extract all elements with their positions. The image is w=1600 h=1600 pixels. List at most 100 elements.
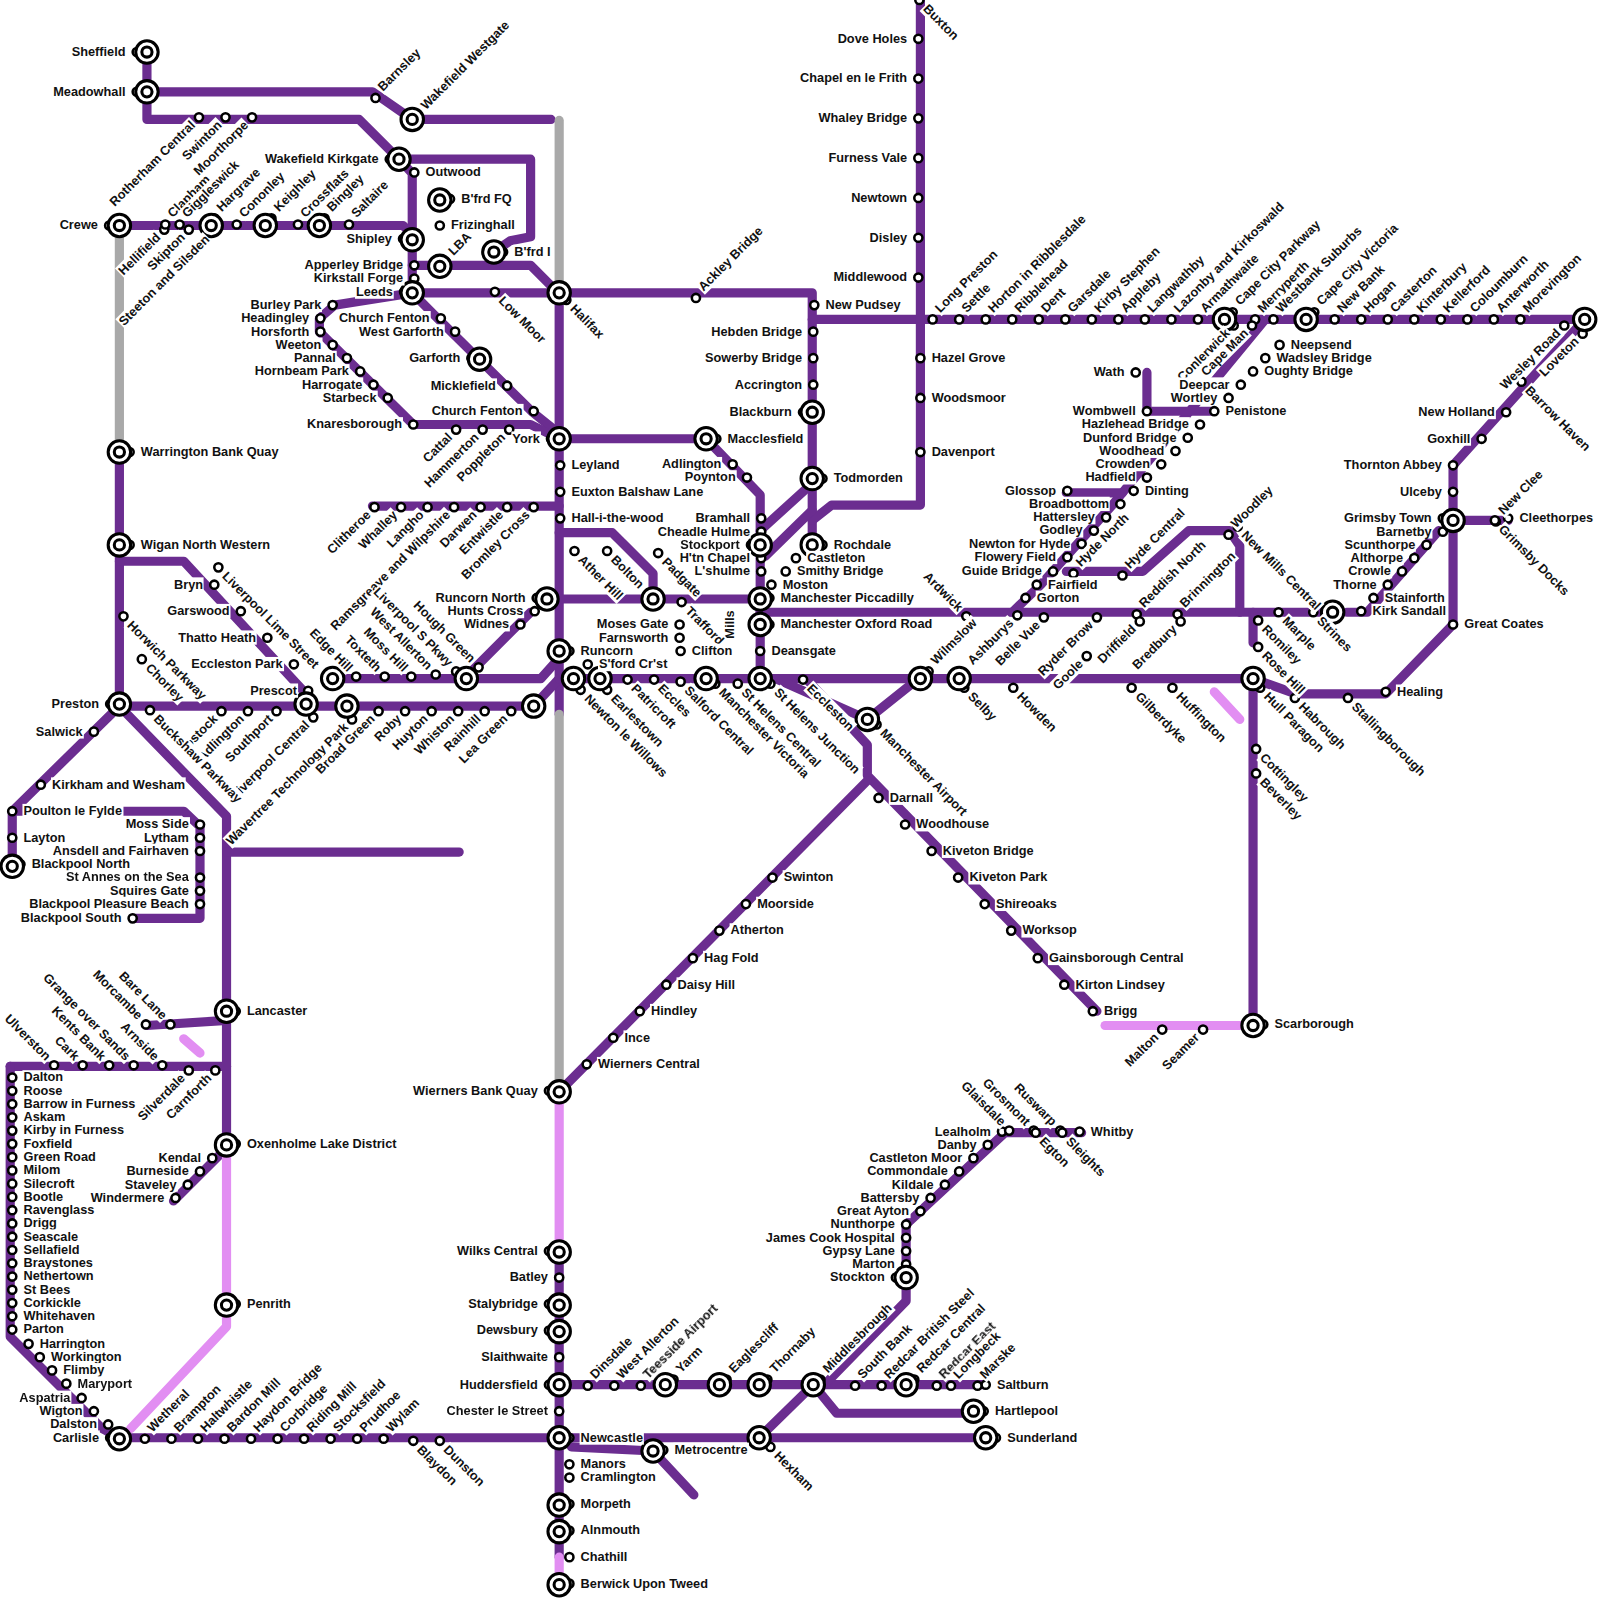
station-dot bbox=[1143, 473, 1151, 481]
station-dot bbox=[1254, 643, 1262, 651]
station-label: Garforth bbox=[408, 351, 461, 366]
interchange-ring bbox=[695, 428, 717, 450]
station-dot bbox=[792, 554, 800, 562]
station-label: West Garforth bbox=[358, 324, 445, 339]
station-dot bbox=[1034, 954, 1042, 962]
interchange-ring bbox=[962, 1400, 984, 1422]
station-label: Berwick Upon Tweed bbox=[580, 1576, 709, 1591]
station-label: Parton bbox=[22, 1322, 64, 1337]
station-dot bbox=[138, 655, 146, 663]
station-dot bbox=[603, 547, 611, 555]
station-dot bbox=[119, 612, 127, 620]
rail-line bbox=[1214, 692, 1240, 720]
station-label: Hadfield bbox=[1084, 470, 1136, 485]
station-dot bbox=[263, 634, 271, 642]
station-dot bbox=[1369, 594, 1377, 602]
station-dot bbox=[565, 1460, 573, 1468]
station-dot bbox=[8, 1259, 16, 1267]
station-dot bbox=[129, 914, 137, 922]
station-dot bbox=[8, 1299, 16, 1307]
station-label: Penrith bbox=[246, 1297, 292, 1312]
station-dot bbox=[90, 1407, 98, 1415]
station-dot bbox=[609, 1034, 617, 1042]
interchange-ring bbox=[1295, 308, 1317, 330]
interchange-ring bbox=[308, 214, 330, 236]
station-dot bbox=[345, 220, 353, 228]
station-dot bbox=[916, 394, 924, 402]
interchange-ring bbox=[136, 81, 158, 103]
station-dot bbox=[623, 676, 631, 684]
station-label: Eccleston Park bbox=[190, 657, 284, 672]
interchange-ring bbox=[108, 534, 130, 556]
station-label: Saltburn bbox=[996, 1377, 1050, 1392]
station-dot bbox=[1184, 434, 1192, 442]
station-label: Sowerby Bridge bbox=[704, 351, 803, 366]
station-dot bbox=[8, 1312, 16, 1320]
station-label: Barnsley bbox=[374, 45, 424, 95]
station-dot bbox=[676, 634, 684, 642]
station-dot bbox=[874, 794, 882, 802]
station-dot bbox=[105, 1061, 113, 1069]
interchange-ring bbox=[895, 1266, 917, 1288]
station-label: Deansgate bbox=[770, 644, 837, 659]
station-dot bbox=[901, 820, 909, 828]
station-label: James Cook Hospital bbox=[765, 1230, 896, 1245]
station-label: L'shulme bbox=[693, 564, 751, 579]
interchange-core bbox=[342, 701, 352, 711]
station-dot bbox=[734, 680, 742, 688]
interchange-core bbox=[554, 288, 564, 298]
station-label: Marton bbox=[851, 1257, 896, 1272]
interchange-core bbox=[714, 1380, 724, 1390]
station-label: Wakefield Westgate bbox=[417, 17, 513, 113]
station-dot bbox=[1032, 1129, 1040, 1137]
interchange-ring bbox=[548, 1241, 570, 1263]
station-dot bbox=[1252, 769, 1260, 777]
station-dot bbox=[1009, 684, 1017, 692]
station-dot bbox=[353, 1435, 361, 1443]
station-dot bbox=[810, 301, 818, 309]
station-label: Salwick bbox=[35, 724, 84, 739]
station-label: Whaley Bridge bbox=[818, 111, 909, 126]
station-label: Poynton bbox=[684, 470, 737, 485]
station-label: Batley bbox=[509, 1270, 549, 1285]
interchange-core bbox=[701, 434, 711, 444]
interchange-core bbox=[260, 220, 270, 230]
station-dot bbox=[1384, 315, 1392, 323]
interchange-core bbox=[435, 261, 445, 271]
interchange-ring bbox=[548, 1373, 570, 1395]
station-dot bbox=[1237, 381, 1245, 389]
station-label: Woodhouse bbox=[915, 817, 990, 832]
interchange-core bbox=[489, 247, 499, 257]
interchange-core bbox=[1219, 314, 1229, 324]
station-dot bbox=[650, 676, 658, 684]
station-dot bbox=[677, 678, 685, 686]
interchange-core bbox=[554, 1300, 564, 1310]
station-dot bbox=[8, 1127, 16, 1135]
station-dot bbox=[1224, 394, 1232, 402]
station-label: Cleethorpes bbox=[1518, 511, 1594, 526]
station-label: Low Moor bbox=[495, 293, 549, 347]
station-dot bbox=[915, 0, 923, 4]
station-dot bbox=[432, 670, 440, 678]
station-label: Lealholm bbox=[934, 1124, 992, 1139]
station-dot bbox=[196, 900, 204, 908]
interchange-core bbox=[981, 1433, 991, 1443]
interchange-ring bbox=[548, 1081, 570, 1103]
station-dot bbox=[316, 314, 324, 322]
station-label: Leyland bbox=[570, 458, 620, 473]
rail-line bbox=[227, 847, 460, 856]
station-dot bbox=[782, 567, 790, 575]
station-dot bbox=[929, 315, 937, 323]
station-label: Healing bbox=[1396, 684, 1444, 699]
station-dot bbox=[584, 1382, 592, 1390]
station-dot bbox=[8, 1140, 16, 1148]
station-dot bbox=[916, 448, 924, 456]
station-label: New Pudsey bbox=[824, 298, 901, 313]
station-label: Woodley bbox=[1227, 482, 1276, 531]
station-dot bbox=[654, 549, 662, 557]
station-dot bbox=[902, 1220, 910, 1228]
station-dot bbox=[767, 581, 775, 589]
station-dot bbox=[1384, 581, 1392, 589]
interchange-core bbox=[301, 699, 311, 709]
interchange-ring bbox=[468, 348, 490, 370]
